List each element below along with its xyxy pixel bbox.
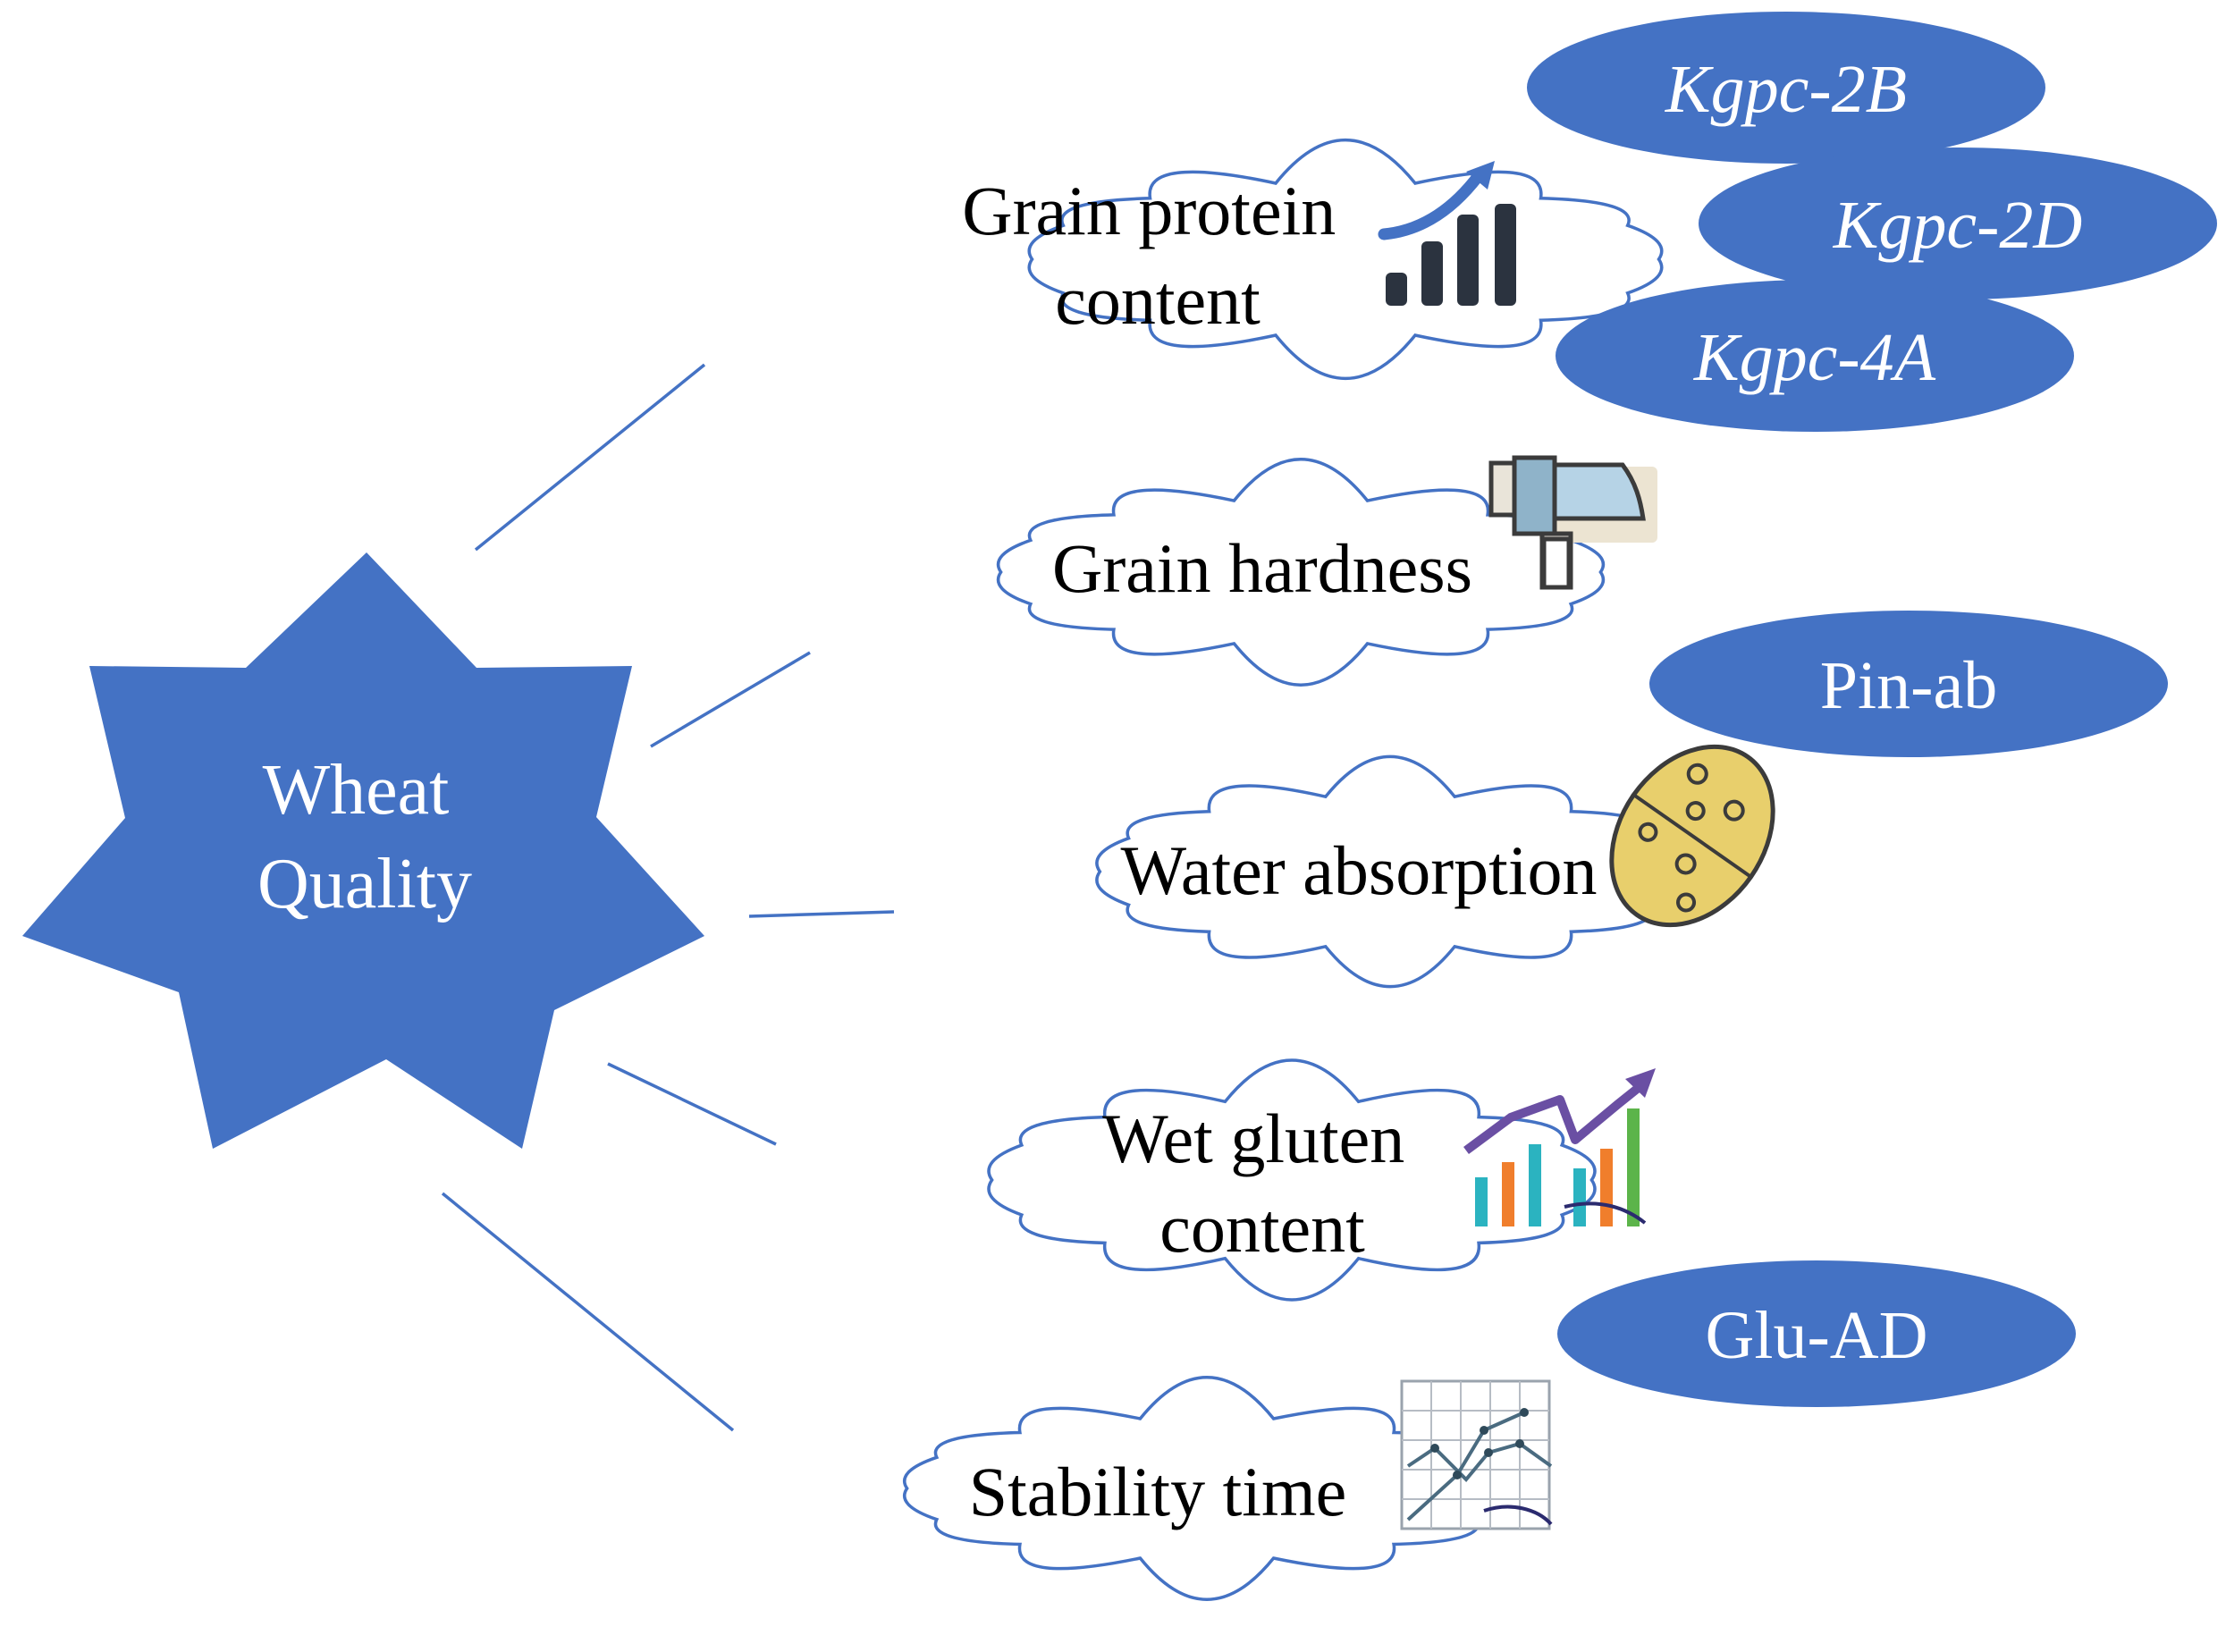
trait-line: content xyxy=(1159,1189,1365,1267)
connector-wet-gluten xyxy=(607,1062,777,1146)
trait-line: content xyxy=(1055,261,1261,339)
connector-lines xyxy=(441,363,895,1432)
trait-label-water-absorption: Water absorption xyxy=(1120,831,1597,909)
trait-label-stability-time: Stability time xyxy=(969,1453,1347,1530)
colored-bar-chart-trend-icon xyxy=(1463,1068,1656,1226)
wheat-quality-star: Wheat Quality xyxy=(22,552,704,1149)
connector-grain-hardness xyxy=(650,651,811,748)
cloud-water-absorption xyxy=(1095,754,1685,989)
gene-label: Kgpc-2D xyxy=(1833,188,2083,263)
cloud-outline xyxy=(1027,139,1664,380)
connector-stability-time xyxy=(441,1192,735,1432)
cloud-grain-hardness xyxy=(996,458,1606,687)
gene-glu-ad: Glu-AD xyxy=(1557,1260,2076,1407)
gene-pin-ab: Pin-ab xyxy=(1649,611,2168,757)
connector-water-absorption xyxy=(748,910,895,918)
trait-line: Grain protein xyxy=(962,172,1336,249)
gene-label: Pin-ab xyxy=(1820,648,1997,723)
trait-clouds xyxy=(903,139,1685,1601)
line-graph-grid-icon xyxy=(1400,1379,1553,1530)
gene-label: Kgpc-4A xyxy=(1693,320,1936,395)
bar-chart-rising-icon xyxy=(1378,161,1516,306)
gene-label: Glu-AD xyxy=(1705,1298,1927,1373)
cloud-wet-gluten-content xyxy=(987,1058,1597,1302)
gene-kgpc-2d: Kgpc-2D xyxy=(1699,148,2217,299)
center-label-line-1: Wheat xyxy=(263,751,450,830)
gene-kgpc-2b: Kgpc-2B xyxy=(1527,12,2045,164)
sponge-icon xyxy=(1609,744,1775,928)
star-shape xyxy=(22,552,704,1149)
trait-label-grain-protein-content: Grain protein content xyxy=(962,172,1353,339)
hammer-icon xyxy=(1488,455,1657,590)
cloud-outline xyxy=(987,1058,1597,1302)
gene-kgpc-4a: Kgpc-4A xyxy=(1556,280,2074,432)
trait-line: Water absorption xyxy=(1120,831,1597,909)
center-label: Wheat Quality xyxy=(257,751,472,923)
cloud-grain-protein-content xyxy=(1027,139,1664,380)
cloud-outline xyxy=(996,458,1606,687)
cloud-outline xyxy=(1095,754,1685,989)
cloud-stability-time xyxy=(903,1376,1511,1601)
cloud-outline xyxy=(903,1376,1511,1601)
trait-line: Stability time xyxy=(969,1453,1347,1530)
gene-label: Kgpc-2B xyxy=(1665,52,1907,127)
trait-label-wet-gluten-content: Wet gluten content xyxy=(1102,1100,1422,1267)
center-label-line-2: Quality xyxy=(257,845,472,923)
connector-grain-protein xyxy=(474,363,706,552)
trait-label-grain-hardness: Grain hardness xyxy=(1052,529,1472,607)
trait-line: Grain hardness xyxy=(1052,529,1472,607)
trait-line: Wet gluten xyxy=(1102,1100,1404,1177)
